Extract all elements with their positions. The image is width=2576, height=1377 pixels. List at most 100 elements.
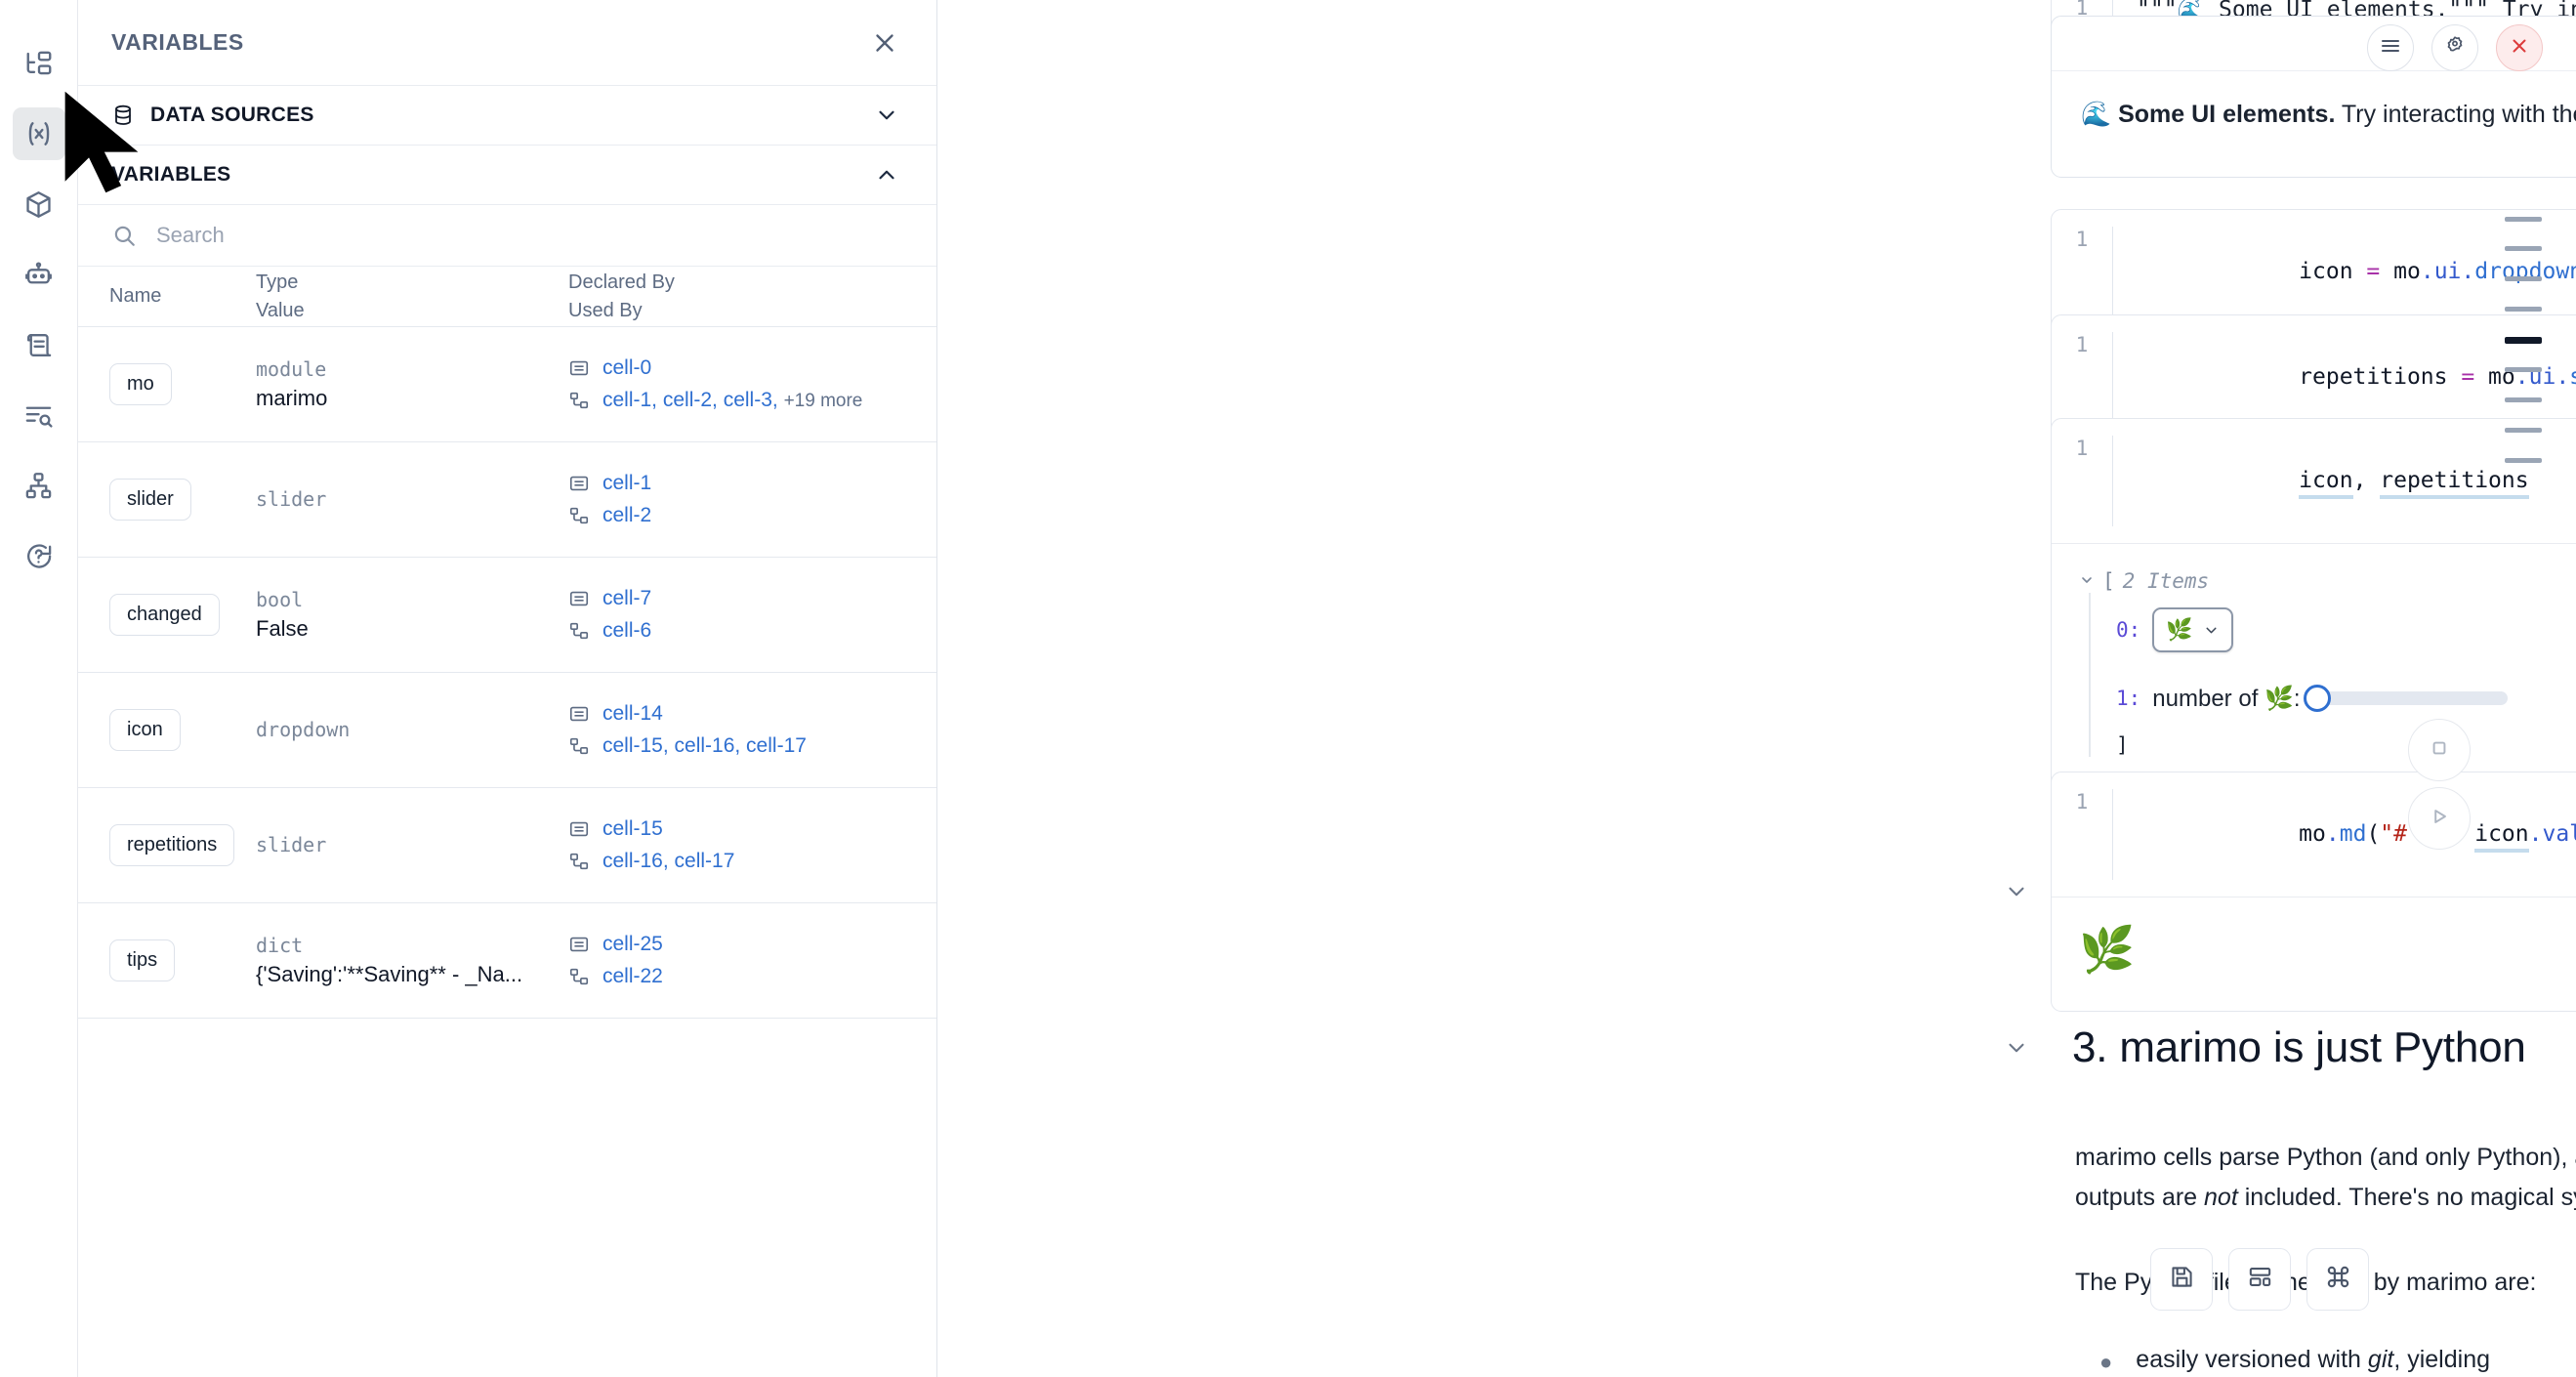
chevron-down-icon[interactable] bbox=[874, 103, 899, 128]
cell-icon bbox=[568, 473, 590, 494]
minimap-scrollbar[interactable] bbox=[2451, 0, 2576, 1377]
sidebar-item-chat[interactable] bbox=[13, 248, 65, 301]
selected-option-label: 🌿 bbox=[2166, 617, 2193, 643]
variable-name-chip[interactable]: icon bbox=[109, 709, 181, 751]
code-text[interactable]: repetitions = mo.ui.slider(1, 16, label=… bbox=[2112, 332, 2576, 424]
chevron-down-icon[interactable] bbox=[2079, 569, 2095, 593]
used-by-links[interactable]: cell-16, cell-17 bbox=[602, 850, 735, 872]
robot-icon bbox=[23, 260, 54, 290]
sidebar-item-outline[interactable] bbox=[13, 318, 65, 371]
minimap-mark[interactable] bbox=[2505, 246, 2542, 251]
declared-by-links[interactable]: cell-14 bbox=[602, 702, 663, 725]
cell-settings-button[interactable] bbox=[2431, 24, 2478, 71]
slider-thumb[interactable] bbox=[2303, 685, 2331, 713]
layout-button[interactable] bbox=[2228, 1248, 2291, 1311]
bullet-text-a: easily versioned with bbox=[2136, 1346, 2368, 1373]
sidebar-item-file-explorer[interactable] bbox=[13, 37, 65, 90]
minimap-mark[interactable] bbox=[2505, 458, 2542, 463]
table-row[interactable]: changed bool False cell-7 cell-6 bbox=[78, 558, 936, 673]
list-item: ● easily versioned with git, yielding mi… bbox=[2099, 1346, 2576, 1377]
slider-track[interactable] bbox=[2303, 685, 2508, 713]
declared-by-links[interactable]: cell-1 bbox=[602, 472, 652, 494]
panel-titlebar: VARIABLES bbox=[78, 0, 936, 86]
chevron-up-icon[interactable] bbox=[874, 162, 899, 188]
used-by-links[interactable]: cell-15, cell-16, cell-17 bbox=[602, 734, 807, 757]
table-row[interactable]: tips dict {'Saving':'**Saving** - _Na...… bbox=[78, 903, 936, 1019]
used-by-links[interactable]: cell-1, cell-2, cell-3, bbox=[602, 389, 778, 411]
declared-by-links[interactable]: cell-15 bbox=[602, 817, 663, 840]
command-icon bbox=[2324, 1263, 2352, 1296]
used-by-links[interactable]: cell-2 bbox=[602, 504, 652, 526]
slider-widget[interactable] bbox=[2303, 685, 2508, 713]
scroll-icon bbox=[23, 330, 54, 360]
wave-emoji: 🌊 bbox=[2081, 101, 2112, 128]
column-header-name: Name bbox=[109, 285, 162, 307]
command-palette-button[interactable] bbox=[2306, 1248, 2369, 1311]
sidebar-item-packages[interactable] bbox=[13, 178, 65, 230]
table-row[interactable]: mo module marimo cell-0 bbox=[78, 327, 936, 442]
section-variables[interactable]: VARIABLES bbox=[78, 146, 936, 205]
cell-menu-button[interactable] bbox=[2367, 24, 2414, 71]
table-row[interactable]: icon dropdown cell-14 cell-15, cell-16, … bbox=[78, 673, 936, 788]
used-by-links[interactable]: cell-6 bbox=[602, 619, 652, 642]
close-icon[interactable] bbox=[870, 28, 899, 58]
sidebar-item-variables[interactable] bbox=[12, 107, 65, 160]
minimap-mark[interactable] bbox=[2505, 428, 2542, 433]
variable-type: module bbox=[256, 356, 327, 381]
package-icon bbox=[23, 189, 54, 220]
section-data-sources[interactable]: DATA SOURCES bbox=[78, 86, 936, 146]
interrupt-button[interactable] bbox=[2408, 719, 2471, 781]
used-by-links[interactable]: cell-22 bbox=[602, 965, 663, 987]
collapse-section-button[interactable] bbox=[2004, 1035, 2029, 1061]
minimap-mark[interactable] bbox=[2505, 276, 2542, 281]
declared-by-links[interactable]: cell-7 bbox=[602, 587, 652, 609]
search-icon bbox=[111, 223, 137, 248]
variable-name-chip[interactable]: mo bbox=[109, 363, 172, 405]
line-number: 1 bbox=[2075, 228, 2089, 251]
table-row[interactable]: repetitions slider cell-15 cell-16, cell… bbox=[78, 788, 936, 903]
table-row[interactable]: slider slider cell-1 cell-2 bbox=[78, 442, 936, 558]
declared-by-links[interactable]: cell-0 bbox=[602, 356, 652, 379]
collapse-output-button[interactable] bbox=[2004, 879, 2029, 904]
search-input[interactable] bbox=[156, 223, 903, 248]
code-cell-display[interactable]: 1 icon, repetitions [ 2 Items bbox=[2051, 418, 2576, 792]
search-row bbox=[78, 205, 936, 267]
dropdown-widget[interactable]: 🌿 bbox=[2152, 607, 2233, 653]
minimap-mark[interactable] bbox=[2505, 367, 2542, 372]
save-notebook-button[interactable] bbox=[2150, 1248, 2213, 1311]
herb-emoji: 🌿 bbox=[2079, 924, 2136, 976]
sidebar-item-dependency-graph[interactable] bbox=[13, 459, 65, 512]
code-text[interactable]: icon = mo.ui.dropdown(["🌿", "🌊", "✨"], v… bbox=[2112, 227, 2576, 318]
paragraph-part-a: marimo cells parse Python (and only Pyth… bbox=[2075, 1144, 2576, 1211]
used-by-more[interactable]: +19 more bbox=[783, 391, 863, 411]
used-by-icon bbox=[568, 390, 590, 411]
cell-icon bbox=[568, 934, 590, 955]
bullet-dot: ● bbox=[2099, 1350, 2113, 1374]
variable-name-chip[interactable]: tips bbox=[109, 939, 176, 981]
gear-icon bbox=[2443, 34, 2467, 63]
close-icon bbox=[2508, 34, 2531, 63]
item-index: 1: bbox=[2116, 687, 2141, 711]
variable-name-chip[interactable]: repetitions bbox=[109, 824, 235, 866]
cell-output: 🌿 bbox=[2052, 897, 2576, 1011]
minimap-mark-current[interactable] bbox=[2505, 337, 2542, 344]
code-text[interactable]: icon, repetitions bbox=[2112, 436, 2576, 527]
variable-value: marimo bbox=[256, 385, 328, 410]
variable-name-chip[interactable]: slider bbox=[109, 479, 191, 521]
variable-name-chip[interactable]: changed bbox=[109, 594, 220, 636]
run-all-button[interactable] bbox=[2408, 787, 2471, 850]
output-tree-body: 0: 🌿 1: number of 🌿: bbox=[2089, 593, 2576, 758]
sidebar-item-help[interactable] bbox=[13, 529, 65, 582]
sidebar-item-logs[interactable] bbox=[13, 389, 65, 441]
minimap-mark[interactable] bbox=[2505, 217, 2542, 222]
code-cell-dropdown[interactable]: 1 icon = mo.ui.dropdown(["🌿", "🌊", "✨"],… bbox=[2051, 209, 2576, 336]
line-number: 1 bbox=[2075, 437, 2089, 460]
declared-by-links[interactable]: cell-25 bbox=[602, 933, 663, 955]
left-icon-rail bbox=[0, 0, 78, 1377]
cell-delete-button[interactable] bbox=[2496, 24, 2543, 71]
layout-icon bbox=[2246, 1263, 2274, 1296]
bullet-text-b: , yielding minimal diffs bbox=[2136, 1346, 2490, 1377]
minimap-mark[interactable] bbox=[2505, 307, 2542, 312]
output-tree-header[interactable]: [ 2 Items bbox=[2079, 569, 2576, 593]
minimap-mark[interactable] bbox=[2505, 397, 2542, 402]
